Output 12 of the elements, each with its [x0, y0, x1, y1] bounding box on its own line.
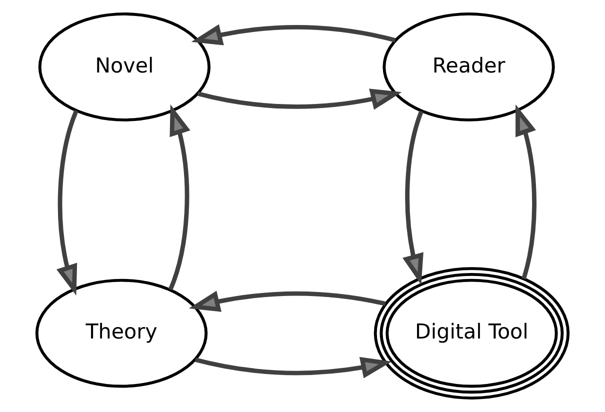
arrow	[197, 88, 402, 110]
node-ellipse: Digital Tool	[374, 267, 570, 400]
arrow	[191, 24, 396, 46]
node-ellipse: Theory	[35, 278, 208, 388]
arrow	[402, 110, 424, 285]
arrow	[56, 110, 78, 296]
arrow	[188, 290, 386, 312]
node-ellipse: Novel	[38, 12, 211, 122]
arrow	[168, 104, 190, 290]
arrow	[194, 356, 392, 378]
node-ellipse: Reader	[382, 12, 555, 122]
arrow	[516, 104, 536, 280]
